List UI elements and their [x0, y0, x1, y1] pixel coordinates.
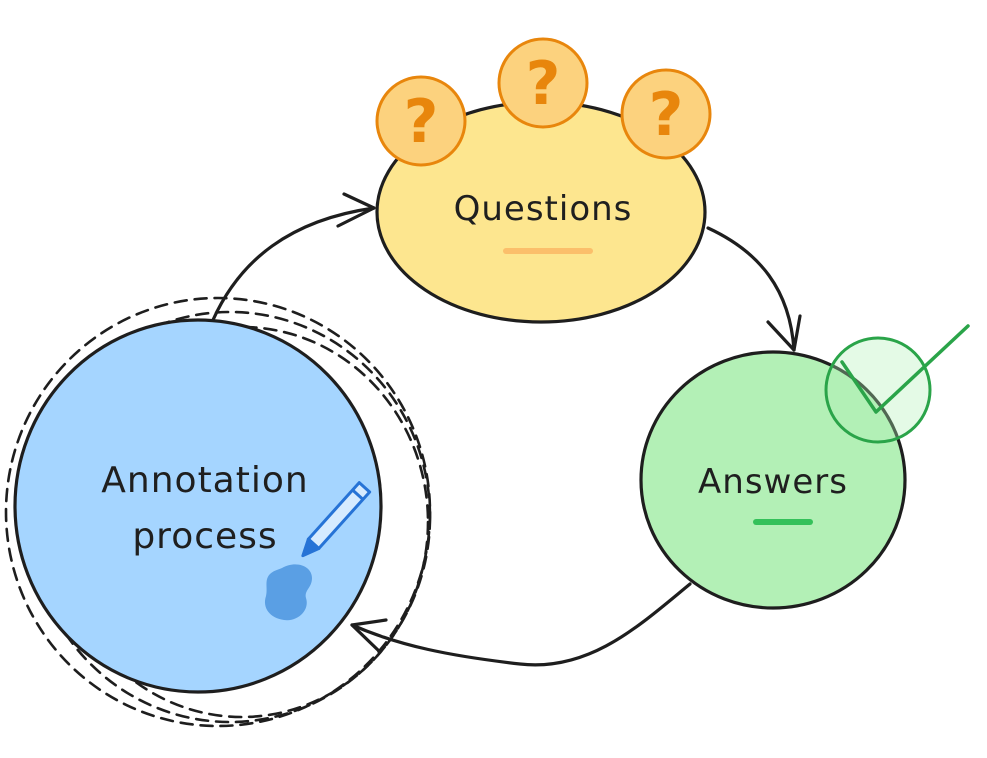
edges: [211, 192, 802, 667]
answers-label: Answers: [698, 462, 848, 502]
arrowhead-questions: [336, 192, 376, 228]
edge-annotation-to-questions: [211, 206, 376, 322]
arrowhead-answers: [766, 314, 802, 352]
answers-circle: [639, 350, 907, 610]
ink-blob-icon: [264, 564, 312, 621]
annotation-label-line1: Annotation: [101, 460, 308, 501]
arrowhead-annotation: [350, 618, 388, 654]
edge-answers-to-annotation: [350, 582, 692, 667]
question-mark-icon: ?: [375, 75, 467, 167]
node-questions[interactable]: Questions ? ? ?: [375, 37, 712, 324]
question-mark-icon: ?: [497, 37, 589, 129]
node-annotation-process[interactable]: Annotation process: [13, 318, 383, 694]
question-mark-text: ?: [404, 87, 439, 157]
question-badges: ? ? ?: [375, 37, 712, 167]
stack-outline-1: [4, 296, 432, 728]
questions-label: Questions: [454, 189, 633, 229]
node-answers[interactable]: Answers: [639, 324, 970, 610]
question-mark-text: ?: [649, 80, 684, 150]
check-circle-icon: [824, 324, 970, 444]
question-mark-text: ?: [526, 49, 561, 119]
stack-outline-3: [54, 325, 430, 719]
annotation-label-line2: process: [132, 516, 277, 557]
pencil-icon: [301, 481, 372, 558]
annotation-stack-outlines: [4, 296, 432, 728]
annotation-circle: [13, 318, 383, 694]
edge-questions-to-answers: [706, 226, 796, 352]
question-mark-icon: ?: [620, 68, 712, 160]
